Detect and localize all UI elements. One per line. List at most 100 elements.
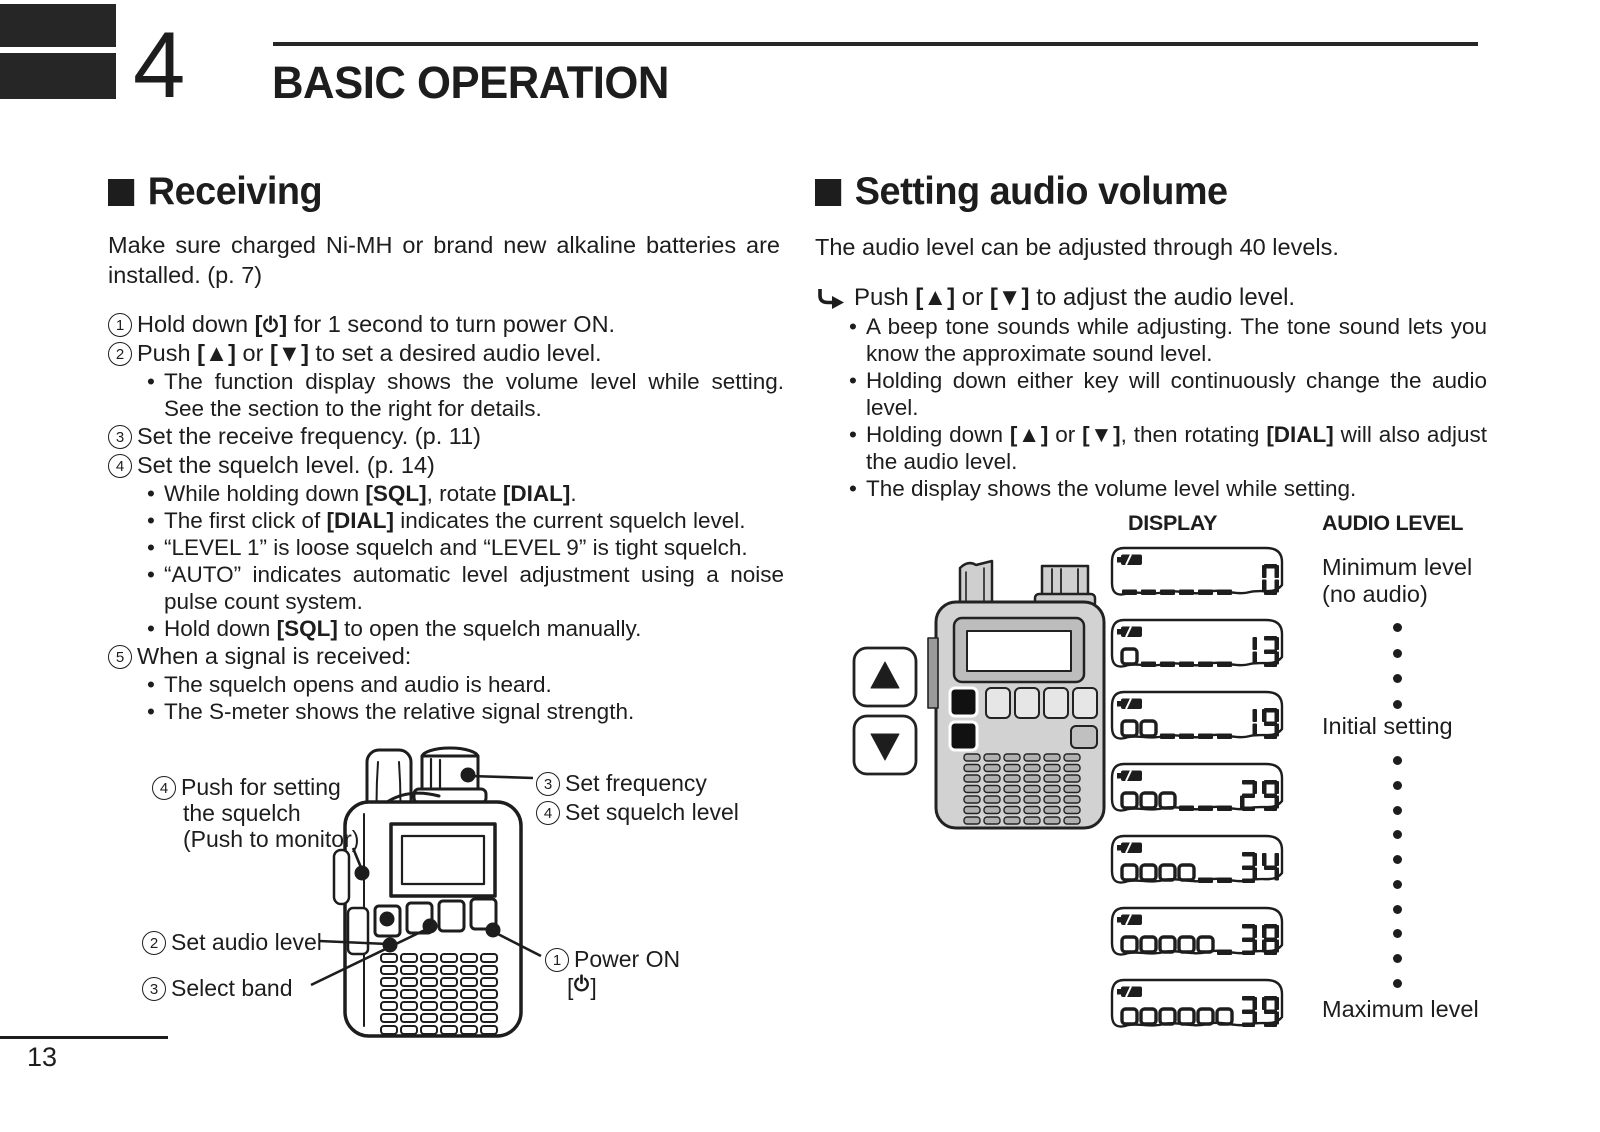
lcd-panel bbox=[1110, 906, 1284, 956]
callout-number: 3 bbox=[536, 772, 560, 796]
callout-text: the squelch bbox=[183, 800, 301, 826]
bullet-text: The first click of [DIAL] indicates the … bbox=[164, 508, 746, 533]
callout-dots bbox=[354, 767, 501, 953]
speaker-grille bbox=[963, 753, 1081, 825]
volume-bar bbox=[1120, 1007, 1234, 1026]
volume-bar bbox=[1120, 863, 1232, 883]
audio-level-label: Maximum level bbox=[1322, 996, 1479, 1022]
callout-number: 3 bbox=[142, 977, 166, 1001]
step-text: Set the squelch level. (p. 14) bbox=[137, 452, 435, 478]
display-column-header: DISPLAY bbox=[1128, 511, 1218, 535]
battery-icon bbox=[1117, 842, 1142, 854]
chapter-tab-bar-bottom bbox=[0, 53, 116, 99]
side-key bbox=[927, 637, 939, 709]
step-number: 1 bbox=[108, 313, 132, 337]
page-number: 13 bbox=[27, 1042, 58, 1072]
step-number: 4 bbox=[108, 454, 132, 478]
power-icon bbox=[263, 315, 279, 333]
step-text: When a signal is received: bbox=[137, 643, 412, 669]
speaker-grille bbox=[380, 953, 498, 1035]
callout-number: 4 bbox=[152, 776, 176, 800]
bullet-dot: • bbox=[849, 314, 857, 339]
level-ellipsis-dot bbox=[1393, 929, 1402, 938]
volume-heading-text: Setting audio volume bbox=[854, 170, 1228, 213]
chapter-tab-bar-top bbox=[0, 4, 116, 47]
level-ellipsis-dot bbox=[1393, 855, 1402, 864]
battery-icon bbox=[1117, 914, 1142, 926]
instruction-arrow-icon bbox=[818, 289, 844, 309]
volume-bullet: •The display shows the volume level whil… bbox=[849, 475, 1487, 502]
volume-bullet: •Holding down either key will continuous… bbox=[849, 367, 1487, 421]
step-text: Push [▲] or [▼] to set a desired audio l… bbox=[137, 340, 602, 366]
lcd-level-value bbox=[1262, 564, 1279, 595]
radio-illustration-gray bbox=[852, 559, 1106, 830]
level-ellipsis-dot bbox=[1393, 700, 1402, 709]
bullet-text: A beep tone sounds while adjusting. The … bbox=[866, 314, 1487, 366]
volume-bar bbox=[1120, 719, 1232, 739]
section-square-icon bbox=[815, 178, 842, 206]
bullet-text: “AUTO” indicates automatic level adjustm… bbox=[164, 562, 784, 614]
lcd-panel bbox=[1110, 834, 1284, 884]
squelch-side-key bbox=[332, 848, 351, 906]
bullet-dot: • bbox=[849, 368, 857, 393]
lcd-level-value bbox=[1252, 708, 1279, 739]
receiving-heading: Receiving bbox=[108, 170, 323, 214]
receiving-heading-text: Receiving bbox=[147, 170, 323, 213]
callout-number: 4 bbox=[536, 801, 560, 825]
bullet-text: Holding down [▲] or [▼], then rotating [… bbox=[866, 422, 1487, 474]
lcd-level-value bbox=[1242, 852, 1279, 883]
lcd-panel bbox=[1110, 978, 1284, 1028]
level-ellipsis-dot bbox=[1393, 674, 1402, 683]
level-ellipsis-dot bbox=[1393, 979, 1402, 988]
step-bullet: •The squelch opens and audio is heard. bbox=[108, 671, 784, 698]
audio-level-label: Initial setting bbox=[1322, 713, 1453, 739]
section-square-icon bbox=[108, 178, 135, 206]
step-number: 5 bbox=[108, 645, 132, 669]
audio-level-label: (no audio) bbox=[1322, 581, 1428, 607]
step-bullet: •Hold down [SQL] to open the squelch man… bbox=[108, 615, 784, 642]
bullet-dot: • bbox=[147, 369, 155, 394]
lcd-level-value bbox=[1242, 924, 1279, 955]
callout-power-key: [] bbox=[567, 974, 597, 1000]
title-rule bbox=[273, 42, 1478, 46]
level-ellipsis-dot bbox=[1393, 649, 1402, 658]
radio-illustration-line-art bbox=[310, 746, 542, 1038]
step-bullet: •“AUTO” indicates automatic level adjust… bbox=[108, 561, 784, 615]
up-key-highlighted bbox=[948, 686, 979, 718]
volume-bar bbox=[1120, 791, 1232, 811]
bullet-text: Hold down [SQL] to open the squelch manu… bbox=[164, 616, 642, 641]
level-ellipsis-dot bbox=[1393, 756, 1402, 765]
battery-icon bbox=[1117, 770, 1142, 782]
chapter-number: 4 bbox=[133, 12, 185, 117]
lcd-panel bbox=[1110, 618, 1284, 668]
lcd-level-value bbox=[1252, 636, 1279, 667]
level-ellipsis-dot bbox=[1393, 880, 1402, 889]
level-ellipsis-dot bbox=[1393, 623, 1402, 632]
bullet-dot: • bbox=[147, 508, 155, 533]
bullet-dot: • bbox=[147, 699, 155, 724]
chapter-title: BASIC OPERATION bbox=[272, 57, 669, 108]
bullet-dot: • bbox=[147, 481, 155, 506]
bullet-text: The function display shows the volume le… bbox=[164, 369, 784, 421]
battery-icon bbox=[1117, 698, 1142, 710]
bullet-dot: • bbox=[147, 535, 155, 560]
callout-text: Power ON bbox=[574, 946, 681, 972]
step-bullet: •“LEVEL 1” is loose squelch and “LEVEL 9… bbox=[108, 534, 784, 561]
step-text: Set the receive frequency. (p. 11) bbox=[137, 423, 481, 449]
lcd-panel bbox=[1110, 762, 1284, 812]
page-number-rule bbox=[0, 1036, 168, 1039]
volume-bar bbox=[1120, 935, 1232, 955]
step-bullet: • The first click of [DIAL] indicates the… bbox=[108, 507, 784, 534]
volume-intro: The audio level can be adjusted through … bbox=[815, 234, 1339, 260]
step-number: 2 bbox=[108, 342, 132, 366]
callout-text: Set audio level bbox=[171, 929, 322, 955]
bullet-dot: • bbox=[849, 476, 857, 501]
battery-icon bbox=[1117, 626, 1142, 638]
